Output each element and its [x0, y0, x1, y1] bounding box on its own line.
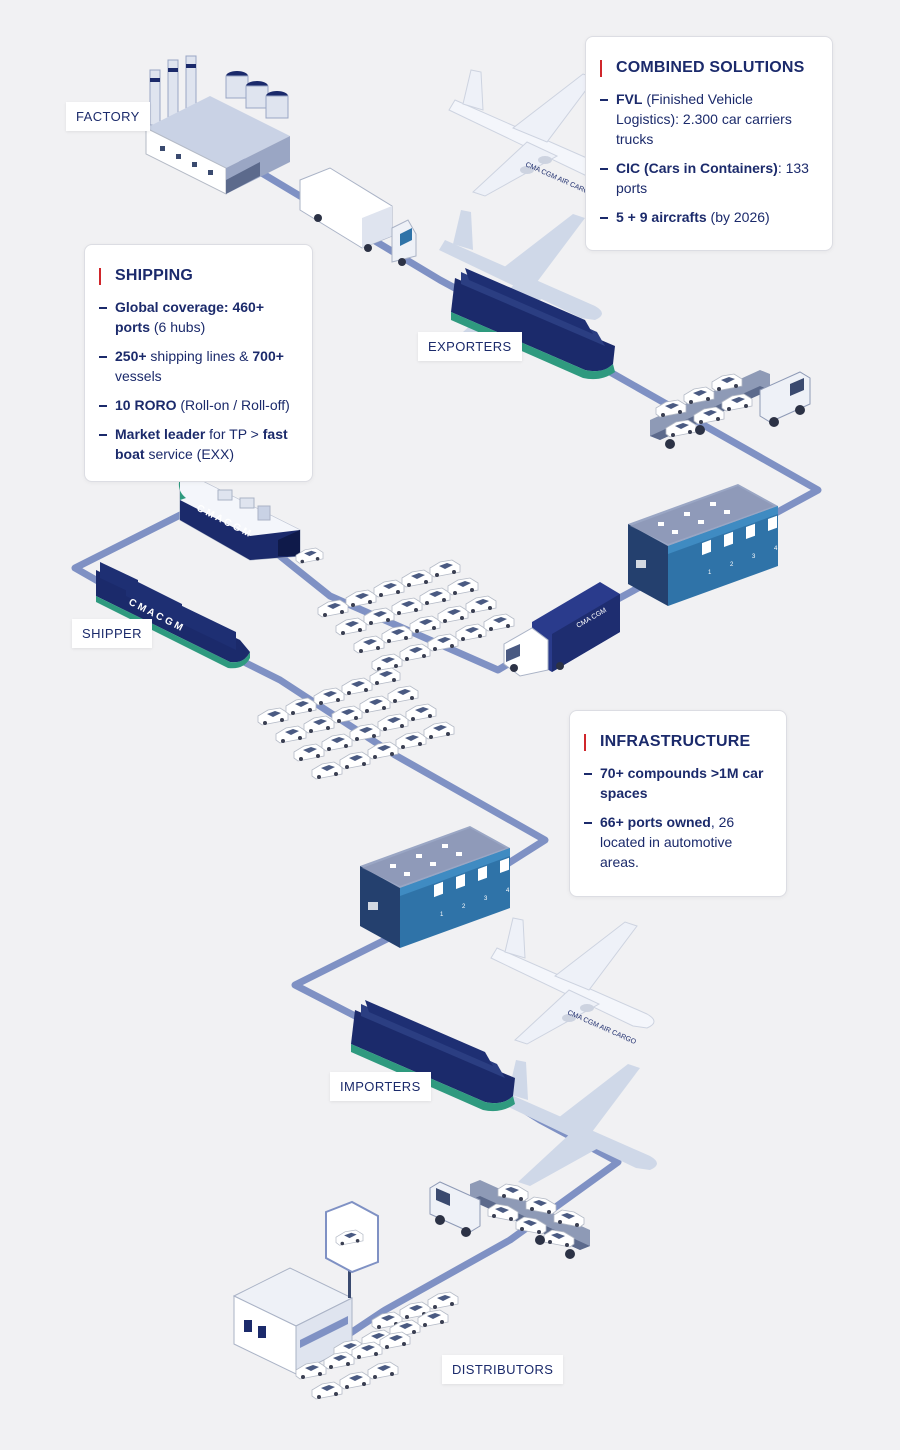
list-item: Global coverage: 460+ ports (6 hubs): [99, 297, 292, 337]
label-shipper: SHIPPER: [72, 619, 152, 648]
label-importers: IMPORTERS: [330, 1072, 431, 1101]
shipping-card: SHIPPING Global coverage: 460+ ports (6 …: [84, 244, 313, 482]
infrastructure-title: INFRASTRUCTURE: [584, 733, 766, 751]
dock-number: 3: [484, 896, 488, 902]
combined-solutions-title: COMBINED SOLUTIONS: [600, 59, 812, 77]
car-lot-exporters: [318, 560, 514, 671]
plane-silhouette: [494, 1060, 657, 1186]
combined-solutions-card: COMBINED SOLUTIONS FVL (Finished Vehicle…: [585, 36, 833, 251]
label-distributors: DISTRIBUTORS: [442, 1355, 564, 1384]
dock-number: 4: [774, 546, 778, 552]
dock-number: 4: [506, 888, 510, 894]
list-item: 10 RORO (Roll-on / Roll-off): [99, 395, 292, 415]
factory-building: [145, 55, 290, 195]
infrastructure-card: INFRASTRUCTURE 70+ compounds >1M car spa…: [569, 710, 787, 897]
cargo-plane-bottom: CMA CGM AIR CARGO: [490, 917, 655, 1046]
combined-solutions-list: FVL (Finished Vehicle Logistics): 2.300 …: [600, 89, 812, 227]
list-item: 250+ shipping lines & 700+ vessels: [99, 346, 292, 386]
list-item: CIC (Cars in Containers): 133 ports: [600, 158, 812, 198]
list-item: 70+ compounds >1M car spaces: [584, 763, 766, 803]
dock-number: 1: [708, 570, 712, 576]
shipping-list: Global coverage: 460+ ports (6 hubs) 250…: [99, 297, 292, 464]
shipping-title: SHIPPING: [99, 267, 292, 285]
label-factory: FACTORY: [66, 102, 150, 131]
shipper-container-ship: C M A C G M: [96, 562, 250, 669]
list-item: 5 + 9 aircrafts (by 2026): [600, 207, 812, 227]
warehouse-exporters: [628, 484, 778, 606]
dock-number: 3: [752, 554, 756, 560]
dock-number: 1: [440, 912, 444, 918]
dealership-building: [232, 1200, 379, 1375]
list-item: FVL (Finished Vehicle Logistics): 2.300 …: [600, 89, 812, 149]
dock-number: 2: [730, 562, 734, 568]
car-carrier-truck-lower: [430, 1180, 590, 1259]
label-exporters: EXPORTERS: [418, 332, 522, 361]
infrastructure-list: 70+ compounds >1M car spaces 66+ ports o…: [584, 763, 766, 872]
delivery-truck: [299, 167, 417, 266]
list-item: Market leader for TP > fast boat service…: [99, 424, 292, 464]
roro-ship: C M A C G M: [178, 469, 324, 564]
warehouse-importers: [360, 826, 510, 948]
list-item: 66+ ports owned, 26 located in automotiv…: [584, 812, 766, 872]
container-truck: CMA CGM: [503, 582, 620, 677]
dock-number: 2: [462, 904, 466, 910]
